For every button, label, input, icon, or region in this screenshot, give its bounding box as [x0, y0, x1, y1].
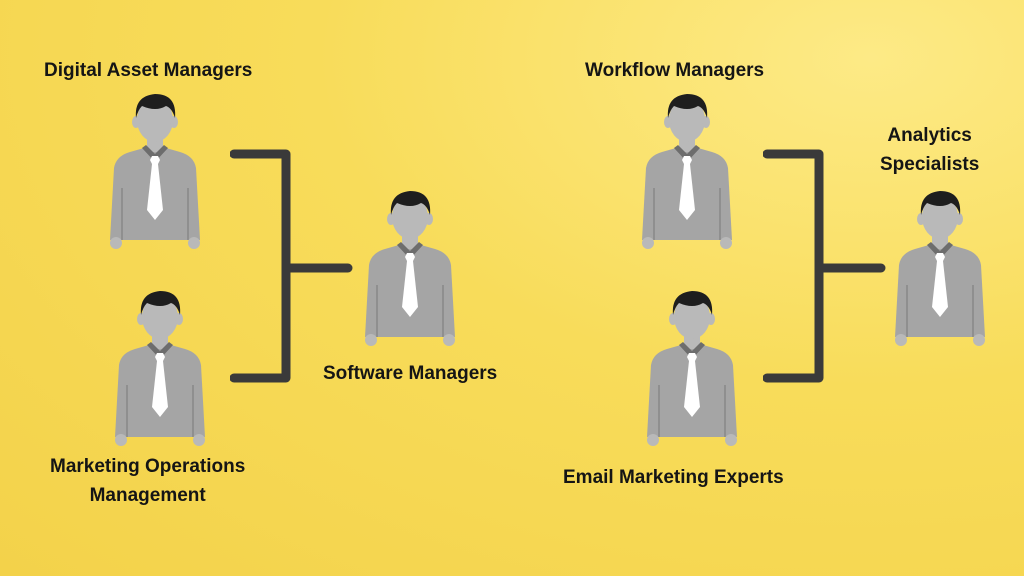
- connector-bracket: [763, 149, 886, 383]
- person-icon: [105, 287, 215, 447]
- connector-bracket: [230, 149, 353, 383]
- person-icon: [632, 90, 742, 250]
- label-workflow-managers: Workflow Managers: [585, 60, 765, 81]
- label-email-marketing-experts: Email Marketing Experts: [563, 467, 784, 488]
- person-icon: [637, 287, 747, 447]
- person-icon: [355, 187, 465, 347]
- person-icon: [100, 90, 210, 250]
- label-analytics-specialists: Analytics Specialists: [880, 125, 980, 175]
- label-digital-asset-managers: Digital Asset Managers: [44, 60, 253, 81]
- label-marketing-operations-management: Marketing Operations Management: [50, 456, 246, 506]
- person-icon: [885, 187, 995, 347]
- label-software-managers: Software Managers: [323, 363, 498, 384]
